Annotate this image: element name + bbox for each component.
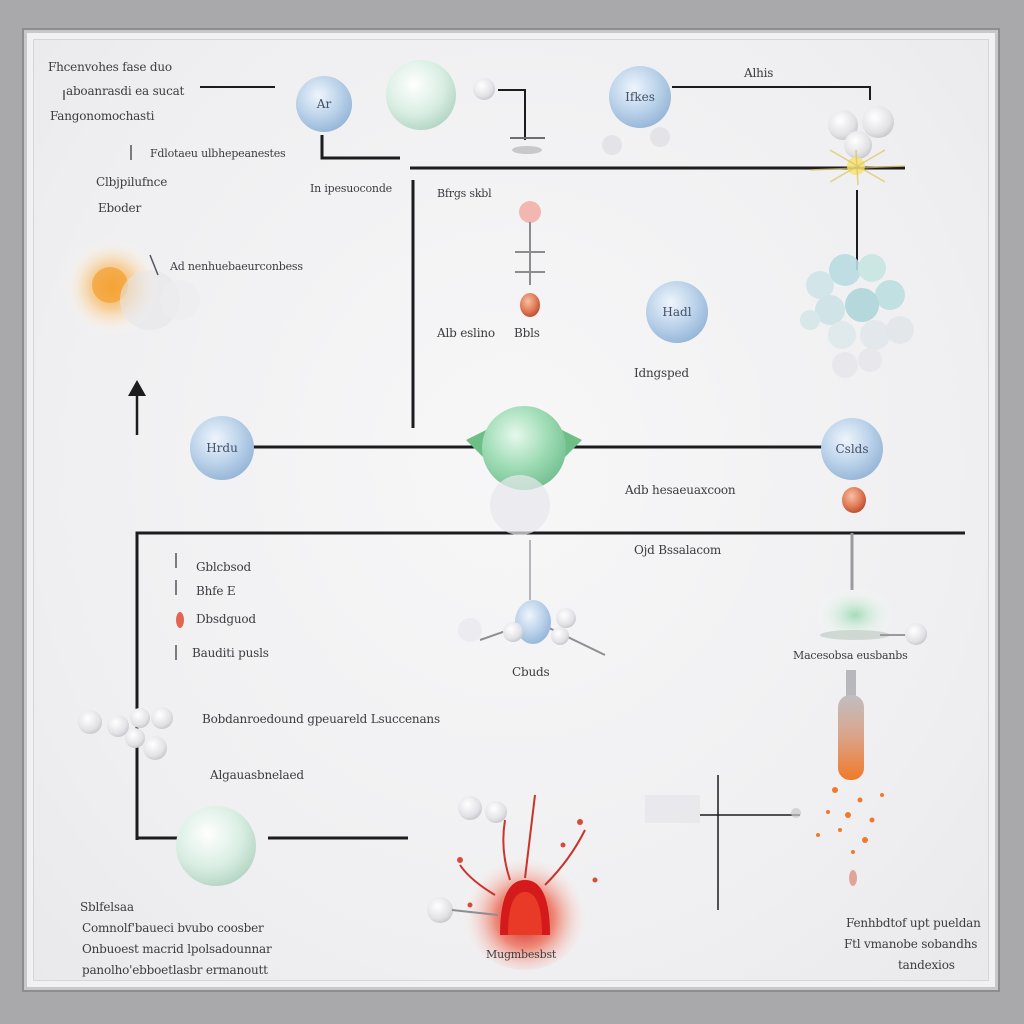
top-left-ball bbox=[296, 76, 352, 132]
mid-label-left: Alb eslino bbox=[437, 326, 495, 340]
center-right-label: Adb hesaeuaxcoon bbox=[625, 483, 736, 497]
top-center-label: Bfrgs skbl bbox=[437, 187, 492, 200]
top-right-label: Alhis bbox=[744, 66, 774, 80]
bottom-left-note-2: Comnolf'baueci bvubo coosber bbox=[82, 921, 264, 935]
spark-cluster-icon bbox=[809, 106, 906, 186]
white-molecules-icon bbox=[78, 707, 173, 760]
connector-lines bbox=[135, 86, 965, 910]
note-top-left-2: aboanrasdi ea sucat bbox=[66, 84, 185, 98]
right-ball bbox=[821, 418, 883, 480]
small-molecule-icon bbox=[473, 78, 545, 154]
right-bottom-label: Macesobsa eusbanbs bbox=[793, 649, 908, 662]
red-marker-icon bbox=[176, 612, 184, 628]
orange-burst-icon bbox=[62, 237, 200, 337]
mid-right-ball-label: Hadl bbox=[662, 305, 692, 319]
bottom-right-note-2: Ftl vmanobe sobandhs bbox=[844, 937, 978, 951]
center-molecule-label: Cbuds bbox=[512, 665, 550, 679]
center-green-ball bbox=[466, 406, 582, 535]
right-ball-label: Cslds bbox=[835, 442, 869, 456]
note-block-2-line-2: Eboder bbox=[98, 201, 141, 215]
note-block-2-line-1: Clbjpilufnce bbox=[96, 175, 168, 189]
red-molecule-icon bbox=[515, 201, 545, 317]
red-burst-icon bbox=[427, 794, 598, 970]
bottom-left-ball bbox=[176, 806, 256, 886]
test-tube-icon bbox=[816, 670, 884, 886]
note-block-1: Fdlotaeu ulbhepeanestes bbox=[150, 147, 286, 160]
wide-note: Bobdanroedound gpeuareld Lsuccenans bbox=[202, 712, 440, 726]
mid-label-right: Bbls bbox=[514, 326, 540, 340]
red-drop-icon bbox=[842, 487, 866, 513]
bottom-right-note-3: tandexios bbox=[898, 958, 955, 972]
top-left-ball-label: Ar bbox=[316, 97, 332, 111]
legend-item-3: Dbsdguod bbox=[196, 612, 256, 626]
bottom-left-note-3: Onbuoest macrid lpolsadounnar bbox=[82, 942, 272, 956]
right-bar-label: Ojd Bssalacom bbox=[634, 543, 722, 557]
mid-right-ball bbox=[646, 281, 708, 343]
burst-bottom-label: Mugmbesbst bbox=[486, 948, 557, 961]
note-top-left-3: Fangonomochasti bbox=[50, 109, 155, 123]
left-ball bbox=[190, 416, 254, 480]
under-mid-ball-label: Idngsped bbox=[634, 366, 689, 380]
bottom-left-note-4: panolho'ebboetlasbr ermanoutt bbox=[82, 963, 268, 977]
legend-item-2: Bhfe E bbox=[196, 584, 236, 598]
left-ball-label: Hrdu bbox=[206, 441, 238, 455]
top-right-ball-label: Ifkes bbox=[625, 90, 655, 104]
small-note: Algauasbnelaed bbox=[210, 768, 304, 782]
legend-item-4: Bauditi pusls bbox=[192, 646, 269, 660]
protein-cluster-icon bbox=[800, 254, 914, 378]
note-top-left-1: Fhcenvohes fase duo bbox=[48, 60, 172, 74]
bullet-markers bbox=[63, 90, 177, 660]
pipe-glow-icon bbox=[815, 533, 927, 645]
top-mint-ball bbox=[386, 60, 456, 130]
center-molecule-icon bbox=[458, 540, 606, 656]
top-right-ball bbox=[609, 66, 671, 128]
burst-label: Ad nenhuebaeurconbess bbox=[170, 260, 303, 273]
top-mid-label: In ipesuoconde bbox=[310, 182, 392, 195]
probe-icon bbox=[645, 795, 801, 823]
arrow-up-icon bbox=[128, 380, 146, 435]
legend-item-1: Gblcbsod bbox=[196, 560, 251, 574]
bottom-left-note-1: Sblfelsaa bbox=[80, 900, 134, 914]
bottom-right-note-1: Fenhbdtof upt pueldan bbox=[846, 916, 981, 930]
